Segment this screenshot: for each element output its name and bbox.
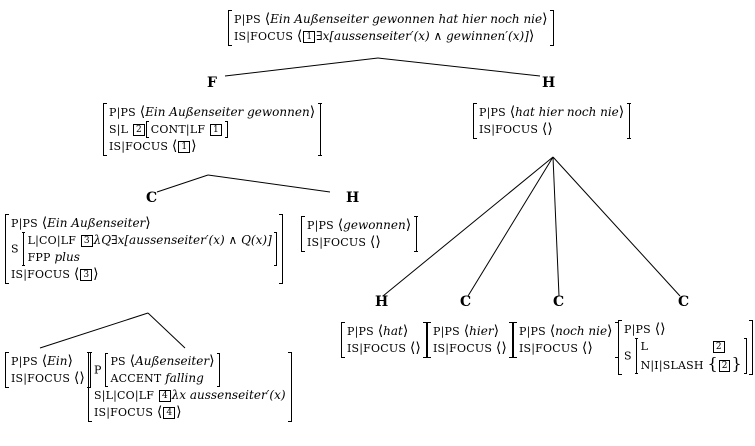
c-p-ps: P|PS: [11, 217, 38, 230]
f-phon: Ein Außenseiter gewonnen: [145, 105, 310, 119]
trace-tag2b: 2: [718, 360, 731, 372]
aussen-p: P: [94, 363, 102, 377]
label-h-mid: H: [346, 190, 360, 206]
label-c-left: C: [146, 190, 158, 206]
nochnie-avm: P|PS ⟨noch nie⟩ IS|FOCUS ⟨⟩: [512, 322, 619, 358]
f-s-l: S|L: [109, 123, 129, 136]
h-node-avm: P|PS ⟨hat hier noch nie⟩ IS|FOCUS ⟨⟩: [472, 103, 631, 139]
h-p-ps: P|PS: [479, 106, 506, 119]
gewonnen-phon: gewonnen: [343, 218, 406, 232]
ein-p-ps: P|PS: [11, 355, 38, 368]
edge-f-c: [156, 174, 209, 193]
f-cont-inner: CONT|LF 1: [145, 121, 228, 138]
hat-is-focus: IS|FOCUS: [347, 342, 407, 355]
nochnie-p-ps: P|PS: [519, 325, 546, 338]
edge-h-hat: [382, 156, 554, 297]
f-p-ps: P|PS: [109, 106, 136, 119]
root-phon: Ein Außenseiter gewonnen hat hier noch n…: [270, 12, 543, 26]
c-focus-tag: 3: [80, 269, 93, 281]
gewonnen-p-ps: P|PS: [307, 219, 334, 232]
trace-s: S: [624, 349, 632, 363]
label-f: F: [207, 75, 217, 91]
hier-avm: P|PS ⟨hier⟩ IS|FOCUS ⟨⟩: [426, 322, 514, 358]
c-fpp: FPP: [27, 251, 51, 264]
c-s: S: [11, 242, 19, 256]
hat-p-ps: P|PS: [347, 325, 374, 338]
root-focus: ∃x[aussenseiter′(x) ∧ gewinnen′(x)]: [316, 29, 529, 43]
label-h-top: H: [542, 75, 556, 91]
gewonnen-avm: P|PS ⟨gewonnen⟩ IS|FOCUS ⟨⟩: [300, 216, 418, 252]
root-is-focus: IS|FOCUS: [234, 30, 294, 43]
c-plus: plus: [54, 250, 80, 264]
c-lcolf: L|CO|LF: [27, 234, 77, 247]
trace-nislash: N|I|SLASH: [640, 359, 704, 372]
aussen-slcolf: S|L|CO|LF: [94, 389, 155, 402]
hier-p-ps: P|PS: [433, 325, 460, 338]
hat-phon: hat: [383, 324, 403, 338]
aussen-avm: P PS ⟨Außenseiter⟩ACCENT falling S|L|CO|…: [87, 352, 292, 422]
trace-tag2a: 2: [712, 341, 725, 353]
aussen-phon: Außenseiter: [135, 354, 210, 368]
aussen-accent: ACCENT: [110, 372, 162, 385]
edge-root-h: [377, 57, 541, 77]
hat-avm: P|PS ⟨hat⟩ IS|FOCUS ⟨⟩: [340, 322, 428, 358]
ein-phon: Ein: [47, 354, 68, 368]
f-tag1: 1: [210, 124, 222, 136]
edge-h-trace: [552, 156, 681, 297]
hier-phon: hier: [469, 324, 494, 338]
aussen-focus-tag: 4: [163, 407, 176, 419]
trace-l: L: [640, 340, 649, 353]
nochnie-is-focus: IS|FOCUS: [519, 342, 579, 355]
aussen-tag4: 4: [158, 390, 171, 402]
h-is-focus: IS|FOCUS: [479, 123, 539, 136]
edge-c-ein: [39, 312, 149, 349]
root-avm: P|PS ⟨Ein Außenseiter gewonnen hat hier …: [227, 10, 554, 46]
edge-c-aussen: [147, 312, 186, 349]
f-is-focus: IS|FOCUS: [109, 140, 169, 153]
c-phon: Ein Außenseiter: [47, 216, 146, 230]
c-lf: λQ∃x[aussenseiter′(x) ∧ Q(x)]: [93, 233, 272, 247]
root-tag: 1: [303, 31, 316, 43]
aussen-falling: falling: [165, 371, 204, 385]
ein-is-focus: IS|FOCUS: [11, 372, 71, 385]
f-tag2: 2: [132, 124, 145, 136]
label-c-trace: C: [678, 294, 690, 310]
f-focus-tag: 1: [178, 141, 191, 153]
edge-f-h: [207, 174, 331, 193]
nochnie-phon: noch nie: [555, 324, 608, 338]
label-h-hat: H: [375, 294, 389, 310]
aussen-p-inner: PS ⟨Außenseiter⟩ACCENT falling: [105, 353, 220, 387]
c-is-focus: IS|FOCUS: [11, 268, 71, 281]
c-tag3: 3: [80, 235, 93, 247]
aussen-is-focus: IS|FOCUS: [94, 406, 154, 419]
aussen-ps: PS: [110, 355, 126, 368]
label-c-hier: C: [460, 294, 472, 310]
h-phon: hat hier noch nie: [515, 105, 619, 119]
trace-p-ps: P|PS: [624, 323, 651, 336]
root-p-ps: P|PS: [234, 13, 261, 26]
ein-avm: P|PS ⟨Ein⟩ IS|FOCUS ⟨⟩: [4, 352, 92, 388]
f-cont: CONT|LF: [150, 123, 206, 136]
edge-h-hier: [467, 156, 554, 297]
gewonnen-is-focus: IS|FOCUS: [307, 236, 367, 249]
aussen-lf: λx aussenseiter′(x): [171, 388, 286, 402]
edge-root-f: [224, 57, 379, 77]
hier-is-focus: IS|FOCUS: [433, 342, 493, 355]
label-c-nochnie: C: [553, 294, 565, 310]
edge-h-nochnie: [552, 156, 560, 297]
